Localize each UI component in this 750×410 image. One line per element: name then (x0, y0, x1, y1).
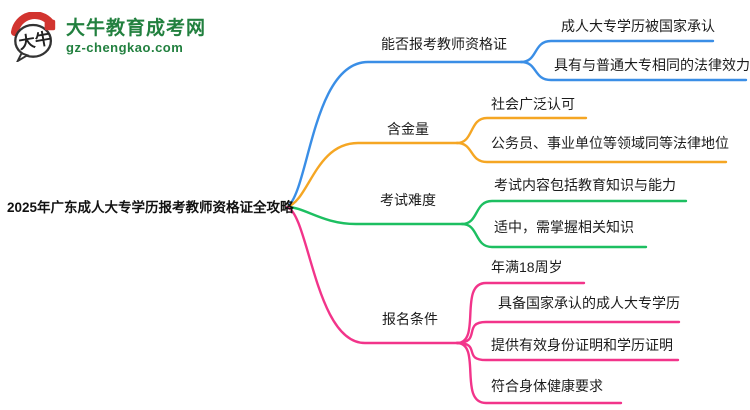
leaf-node-civil-servant: 公务员、事业单位等领域同等法律地位 (491, 135, 729, 151)
branch-line-orange-child-0 (455, 116, 588, 145)
daniu-logo-icon: 大牛 (10, 12, 56, 62)
leaf-node-recognized: 成人大专学历被国家承认 (561, 18, 715, 34)
branch-line-pink-child-1 (455, 320, 681, 345)
branch-line-pink-child-3 (455, 341, 623, 405)
leaf-node-exam-content: 考试内容包括教育知识与能力 (494, 177, 676, 193)
branch-node-conditions: 报名条件 (382, 311, 438, 327)
branch-line-blue-main (285, 60, 523, 209)
branch-line-green-child-1 (460, 222, 648, 249)
branch-line-pink-main (285, 205, 459, 345)
branch-line-green-child-0 (460, 199, 688, 226)
branch-line-pink-child-2 (455, 341, 680, 362)
branch-line-green-main (285, 205, 464, 226)
logo-text-block: 大牛教育成考网 gz-chengkao.com (66, 19, 206, 55)
leaf-node-health: 符合身体健康要求 (491, 378, 603, 394)
site-url: gz-chengkao.com (66, 40, 184, 56)
logo-bubble (14, 23, 53, 58)
leaf-node-degree-required: 具备国家承认的成人大专学历 (498, 295, 680, 311)
leaf-node-social-recognition: 社会广泛认可 (491, 96, 575, 112)
site-logo: 大牛 大牛教育成考网 gz-chengkao.com (10, 12, 206, 62)
branch-line-orange-main (285, 141, 459, 209)
leaf-node-moderate: 适中，需掌握相关知识 (494, 219, 634, 235)
leaf-node-legal-effect: 具有与普通大专相同的法律效力 (554, 57, 750, 73)
logo-seal (44, 19, 56, 31)
leaf-node-id-proof: 提供有效身份证明和学历证明 (491, 337, 673, 353)
branch-node-difficulty: 考试难度 (380, 192, 436, 208)
branch-node-qualify: 能否报考教师资格证 (381, 36, 507, 52)
branch-line-pink-child-0 (455, 281, 586, 345)
branch-line-blue-child-1 (519, 60, 748, 82)
site-name: 大牛教育成考网 (66, 18, 207, 40)
logo-red-arc (10, 12, 55, 37)
leaf-node-age-18: 年满18周岁 (491, 259, 563, 275)
branch-line-orange-child-1 (455, 141, 728, 164)
mindmap-root-node: 2025年广东成人大专学历报考教师资格证全攻略 (7, 200, 294, 215)
branch-line-blue-child-0 (519, 39, 715, 64)
logo-bubble-tail (16, 52, 30, 62)
branch-node-value: 含金量 (387, 121, 429, 137)
